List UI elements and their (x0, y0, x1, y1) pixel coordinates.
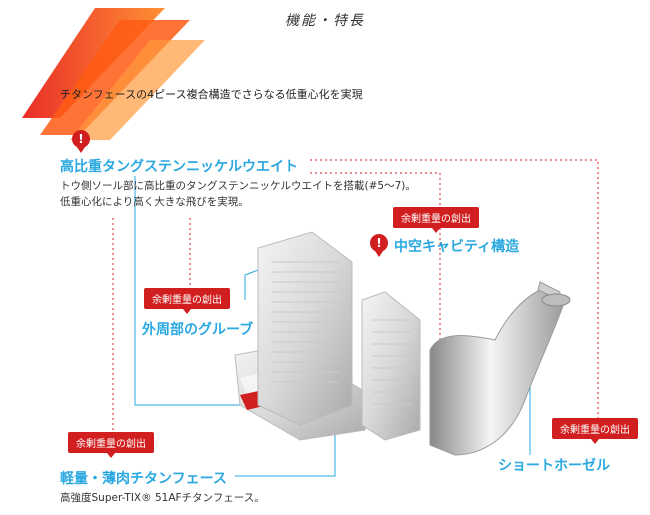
tungsten-weight-desc-line2: 低重心化により高く大きな飛びを実現。 (60, 196, 249, 208)
leader-lines (112, 159, 599, 430)
middle-insert (361, 291, 421, 441)
alert-pin-icon: ! (370, 234, 388, 257)
surplus-weight-badge: 余剰重量の創出 (552, 418, 638, 444)
tungsten-weight-desc-line1: トウ側ソール部に高比重のタングステンニッケルウエイトを搭載(#5〜7)。 (60, 180, 416, 192)
tungsten-weight-title: 高比重タングステンニッケルウエイト (60, 159, 298, 175)
titanium-face-desc: 高強度Super-TIX® 51AFチタンフェース。 (60, 492, 265, 504)
surplus-weight-badge: 余剰重量の創出 (393, 207, 479, 233)
titanium-face-title: 軽量・薄肉チタンフェース (60, 471, 227, 487)
face-plate (257, 231, 353, 426)
surplus-weight-badge: 余剰重量の創出 (144, 288, 230, 314)
outer-groove-title: 外周部のグルーブ (142, 322, 254, 338)
intro-text: チタンフェースの4ピース複合構造でさらなる低重心化を実現 (60, 88, 363, 101)
alert-pin-icon: ! (72, 130, 90, 153)
short-hosel-title: ショートホーゼル (498, 458, 610, 474)
head-body-with-hosel (429, 281, 571, 456)
hollow-cavity-title: 中空キャビティ構造 (394, 239, 520, 255)
page-title: 機能・特長 (285, 13, 365, 29)
banner-graphic (22, 8, 205, 140)
surplus-weight-badge: 余剰重量の創出 (68, 432, 154, 458)
